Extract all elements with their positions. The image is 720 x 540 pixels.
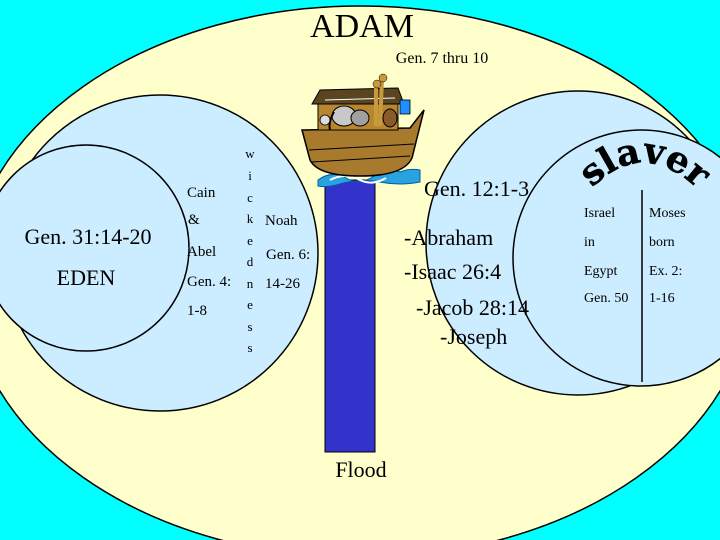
wickedness-letter: k [247, 211, 254, 226]
wickedness-letter: i [248, 168, 252, 183]
eden-label: EDEN [57, 265, 116, 290]
slavery-right-line: born [649, 235, 675, 250]
diagram-title: ADAM [310, 8, 414, 45]
wickedness-letter: s [247, 319, 252, 334]
flood-column [325, 180, 375, 452]
eden-reference: Gen. 31:14-20 [24, 224, 151, 249]
wickedness-letter: e [247, 233, 253, 248]
slavery-right-line: 1-16 [649, 291, 675, 306]
diagram-subtitle: Gen. 7 thru 10 [396, 50, 488, 67]
wickedness-letter: e [247, 297, 253, 312]
wickedness-letter: n [247, 276, 254, 291]
patriarch-jacob: -Jacob 28:14 [416, 295, 529, 320]
noah-line-1: Noah [265, 213, 298, 229]
wickedness-letter: d [247, 254, 254, 269]
cain-abel-line-3: Abel [187, 244, 216, 260]
patriarchs-heading: Gen. 12:1-3 [424, 176, 529, 201]
cain-abel-line-2: & [188, 212, 200, 228]
flood-label: Flood [335, 457, 386, 482]
slavery-left-line: Egypt [584, 264, 618, 279]
slavery-right-line: Ex. 2: [649, 264, 682, 279]
patriarch-abraham: -Abraham [404, 225, 493, 250]
noah-line-2: Gen. 6: [266, 247, 310, 263]
cain-abel-line-1: Cain [187, 185, 216, 201]
patriarch-isaac: -Isaac 26:4 [404, 259, 501, 284]
wickedness-letter: c [247, 190, 253, 205]
slavery-left-line: in [584, 235, 595, 250]
cain-abel-line-5: 1-8 [187, 303, 207, 319]
slavery-left-line: Gen. 50 [584, 291, 628, 306]
slavery-right-line: Moses [649, 206, 686, 221]
wickedness-letter: s [247, 340, 252, 355]
patriarch-joseph: -Joseph [440, 324, 507, 349]
noah-line-3: 14-26 [265, 276, 300, 292]
cain-abel-line-4: Gen. 4: [187, 274, 231, 290]
wickedness-letter: w [245, 146, 255, 161]
slavery-left-line: Israel [584, 206, 615, 221]
